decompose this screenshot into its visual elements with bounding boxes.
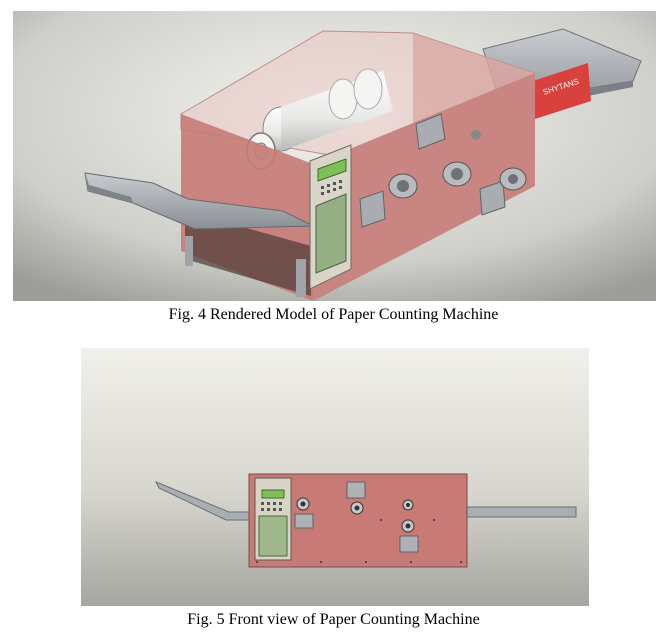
figure-4-rendered-model: SHYTANS — [13, 11, 656, 301]
figure-4-caption: Fig. 4 Rendered Model of Paper Counting … — [168, 306, 499, 323]
front-view-image — [81, 348, 589, 606]
figure-5-front-view — [81, 348, 589, 606]
rendered-model-image: SHYTANS — [13, 11, 656, 301]
figure-5-caption: Fig. 5 Front view of Paper Counting Mach… — [187, 611, 480, 628]
